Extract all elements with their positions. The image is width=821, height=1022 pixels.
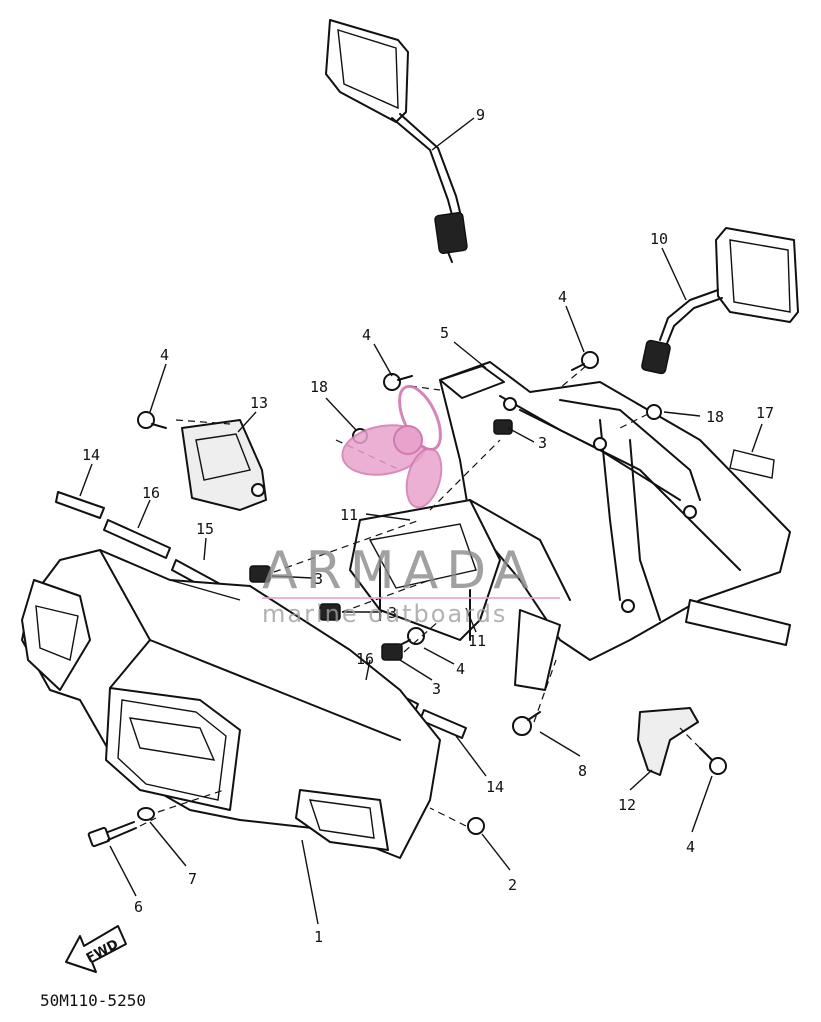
nut-3-d (493, 419, 513, 435)
bolt-6 (87, 821, 137, 848)
decal-17 (729, 449, 775, 479)
callout-16: 16 (356, 650, 374, 668)
callout-4: 4 (558, 288, 567, 306)
leader-lines (79, 117, 763, 925)
callout-9: 9 (476, 106, 485, 124)
watermark: ARMADA marine outboards (262, 384, 560, 628)
nut-3-a (249, 565, 271, 583)
callout-15: 15 (196, 520, 214, 538)
cowling-stay-frame (439, 361, 791, 691)
part-code: 50M110-5250 (40, 991, 146, 1010)
watermark-brand: ARMADA (262, 541, 537, 601)
callout-3: 3 (538, 434, 547, 452)
callout-6: 6 (134, 898, 143, 916)
callout-18: 18 (310, 378, 328, 396)
bolt-4-mid (397, 627, 425, 647)
nut-3-c (381, 643, 403, 661)
callout-11: 11 (340, 506, 358, 524)
nut-3-b (319, 603, 341, 621)
callout-13: 13 (250, 394, 268, 412)
callout-18: 18 (706, 408, 724, 426)
bracket-11 (349, 499, 501, 641)
callout-4: 4 (686, 838, 695, 856)
callout-1: 1 (314, 928, 323, 946)
front-cowling (21, 549, 441, 859)
bracket-12 (637, 707, 699, 776)
propeller-logo-icon (341, 384, 443, 509)
callout-2: 2 (508, 876, 517, 894)
callout-3: 3 (388, 604, 397, 622)
bolt-4-right (571, 351, 599, 371)
callouts: 9 10 4 5 4 4 13 18 18 17 3 14 16 15 11 3… (82, 106, 774, 946)
bolt-4-left (137, 411, 167, 429)
watermark-tagline: marine outboards (262, 600, 507, 628)
callout-12: 12 (618, 796, 636, 814)
fwd-arrow-icon: FWD (65, 925, 127, 973)
callout-17: 17 (756, 404, 774, 422)
mirror-left (325, 19, 468, 263)
callout-10: 10 (650, 230, 668, 248)
callout-4: 4 (362, 326, 371, 344)
fasteners (87, 351, 727, 848)
callout-7: 7 (188, 870, 197, 888)
bolt-4-lower (699, 747, 727, 775)
callout-16: 16 (142, 484, 160, 502)
callout-3: 3 (432, 680, 441, 698)
callout-3: 3 (314, 570, 323, 588)
bracket-13 (181, 419, 267, 511)
callout-4: 4 (160, 346, 169, 364)
bolt-4-upper (383, 373, 413, 391)
nut-2 (467, 817, 485, 835)
bolt-8 (512, 711, 541, 736)
washer-7 (137, 807, 155, 821)
callout-4: 4 (456, 660, 465, 678)
callout-14: 14 (82, 446, 100, 464)
callout-8: 8 (578, 762, 587, 780)
assembly-lines (139, 365, 701, 827)
callout-5: 5 (440, 324, 449, 342)
callout-14: 14 (486, 778, 504, 796)
mirror-right (641, 227, 799, 375)
screw-18-b (646, 404, 662, 420)
callout-11: 11 (468, 632, 486, 650)
